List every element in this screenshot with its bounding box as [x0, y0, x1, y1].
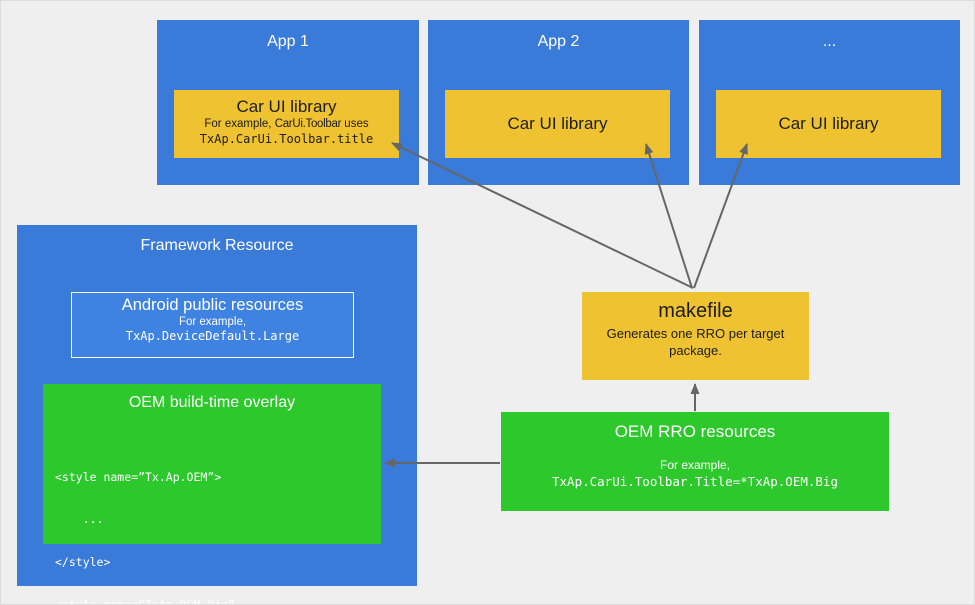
- framework-resource-title: Framework Resource: [140, 237, 294, 254]
- app-ellipsis-carui-library-box: Car UI library: [716, 90, 941, 158]
- android-public-resources-example-label: For example,: [178, 316, 247, 328]
- oem-build-time-overlay-title: OEM build-time overlay: [128, 394, 296, 411]
- oem-build-time-overlay-box: OEM build-time overlay <style name=”Tx.A…: [43, 384, 381, 604]
- oem-overlay-code-block: <style name=”Tx.Ap.OEM”> ... </style> <s…: [55, 441, 235, 604]
- app1-box: App 1 Car UI library For example, CarUi.…: [157, 20, 419, 185]
- app2-box: App 2 Car UI library: [428, 20, 689, 185]
- oem-rro-resources-title: OEM RRO resources: [614, 422, 776, 441]
- app1-example-prefix: For example,: [204, 118, 275, 130]
- app1-carui-example-line: For example, CarUi.Toolbar uses: [174, 118, 399, 130]
- app1-example-suffix: uses: [341, 118, 369, 130]
- code-line: </style>: [55, 555, 111, 570]
- app1-title: App 1: [267, 33, 309, 50]
- makefile-box: makefile Generates one RRO per target pa…: [582, 292, 809, 380]
- app-ellipsis-title: ...: [822, 33, 837, 50]
- app1-carui-library-box: Car UI library For example, CarUi.Toolba…: [174, 90, 399, 158]
- app-ellipsis-box: ... Car UI library: [699, 20, 960, 185]
- android-public-resources-example-code: TxAp.DeviceDefault.Large: [125, 329, 300, 343]
- oem-rro-example-code: TxAp.CarUi.Toolbar.Title=*TxAp.OEM.Big: [552, 474, 838, 489]
- app1-example-code: TxAp.CarUi.Toolbar.title: [199, 132, 374, 146]
- app2-carui-library-title: Car UI library: [507, 114, 608, 133]
- makefile-title: makefile: [658, 300, 733, 322]
- oem-rro-example-label: For example,: [659, 458, 731, 472]
- android-public-resources-title: Android public resources: [121, 296, 304, 314]
- android-public-resources-box: Android public resources For example, Tx…: [71, 292, 354, 358]
- code-line: <style name=”Tx.Ap.OEM”>: [55, 469, 222, 484]
- app1-carui-library-title: Car UI library: [236, 97, 337, 116]
- code-line: ...: [55, 512, 104, 527]
- app2-carui-library-box: Car UI library: [445, 90, 670, 158]
- oem-rro-resources-box: OEM RRO resources For example, TxAp.CarU…: [501, 412, 889, 511]
- app1-example-inline-code: CarUi.Toolbar: [274, 118, 342, 130]
- framework-resource-box: Framework Resource Android public resour…: [17, 225, 417, 604]
- code-line: <style name=”TxAp.OEM.Big”: [55, 598, 235, 604]
- app-ellipsis-carui-library-title: Car UI library: [778, 114, 879, 133]
- makefile-description: Generates one RRO per target package.: [606, 326, 785, 358]
- app2-title: App 2: [537, 33, 580, 50]
